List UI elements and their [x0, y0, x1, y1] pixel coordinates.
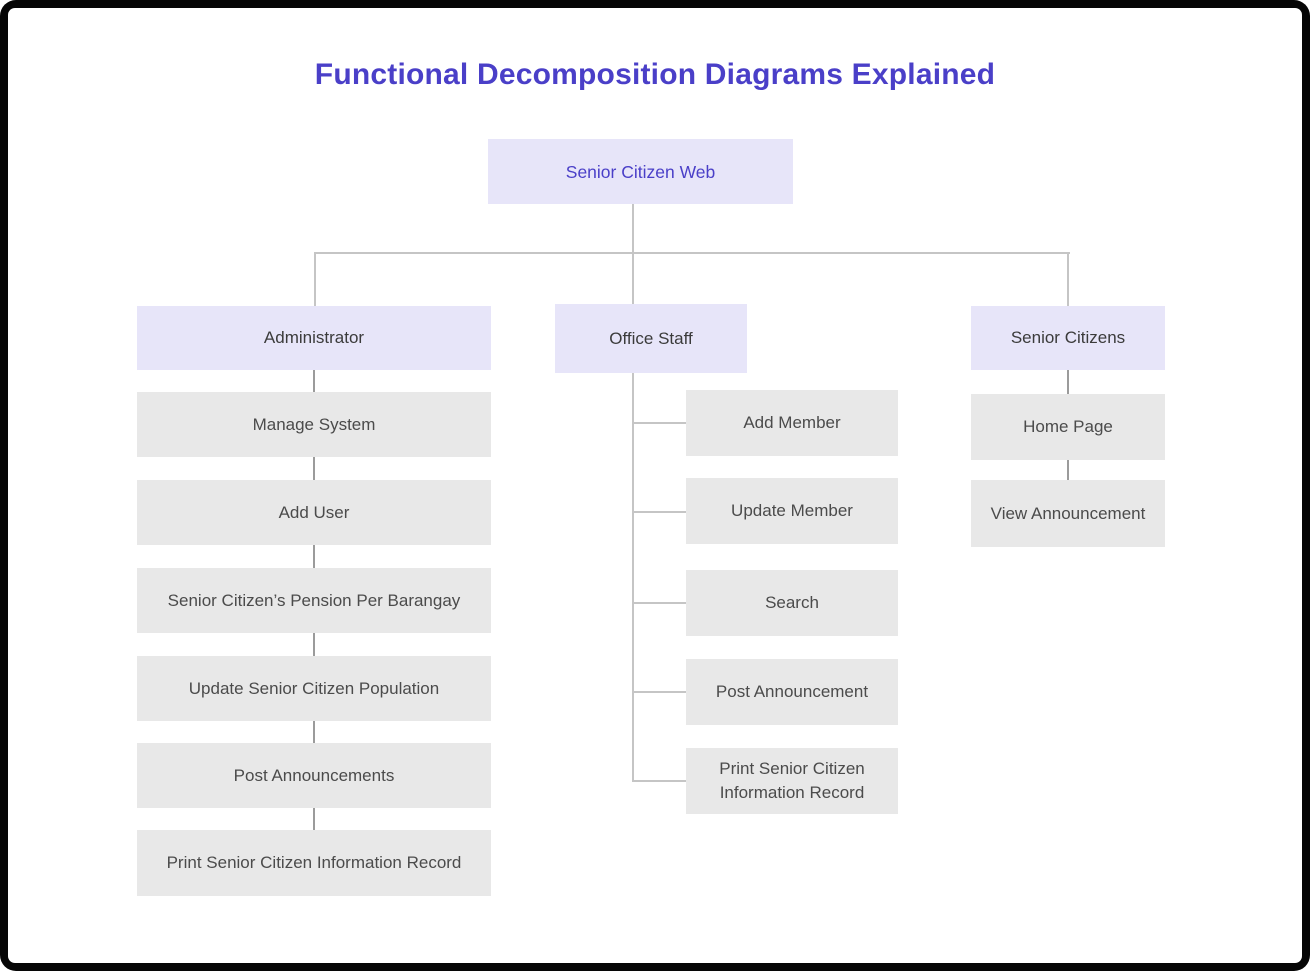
- node-manage-system: Manage System: [137, 392, 491, 457]
- branch-header-senior-citizens: Senior Citizens: [971, 306, 1165, 370]
- node-search: Search: [686, 570, 898, 636]
- node-pension-per-barangay: Senior Citizen’s Pension Per Barangay: [137, 568, 491, 633]
- connector-line: [1067, 460, 1069, 480]
- connector-line: [632, 602, 686, 604]
- connector-line: [632, 691, 686, 693]
- connector-line: [314, 252, 316, 306]
- node-home-page: Home Page: [971, 394, 1165, 460]
- connector-line: [313, 370, 315, 392]
- page-title: Functional Decomposition Diagrams Explai…: [314, 58, 996, 91]
- connector-line: [313, 721, 315, 743]
- node-update-population: Update Senior Citizen Population: [137, 656, 491, 721]
- connector-line: [1067, 370, 1069, 394]
- node-post-announcements: Post Announcements: [137, 743, 491, 808]
- connector-line: [313, 633, 315, 656]
- node-post-announcement: Post Announcement: [686, 659, 898, 725]
- node-print-record-admin: Print Senior Citizen Information Record: [137, 830, 491, 896]
- connector-line: [313, 808, 315, 830]
- connector-line: [313, 545, 315, 568]
- connector-line: [632, 204, 634, 253]
- node-add-member: Add Member: [686, 390, 898, 456]
- connector-line: [632, 511, 686, 513]
- connector-line: [632, 373, 634, 782]
- node-view-announcement: View Announcement: [971, 480, 1165, 547]
- connector-line: [314, 252, 1070, 254]
- connector-line: [313, 457, 315, 480]
- branch-header-office-staff: Office Staff: [555, 304, 747, 373]
- connector-line: [632, 780, 686, 782]
- node-add-user: Add User: [137, 480, 491, 545]
- connector-line: [1067, 252, 1069, 306]
- branch-header-administrator: Administrator: [137, 306, 491, 370]
- node-update-member: Update Member: [686, 478, 898, 544]
- node-root: Senior Citizen Web: [488, 139, 793, 204]
- node-print-record-office: Print Senior Citizen Information Record: [686, 748, 898, 814]
- connector-line: [632, 422, 686, 424]
- connector-line: [632, 252, 634, 304]
